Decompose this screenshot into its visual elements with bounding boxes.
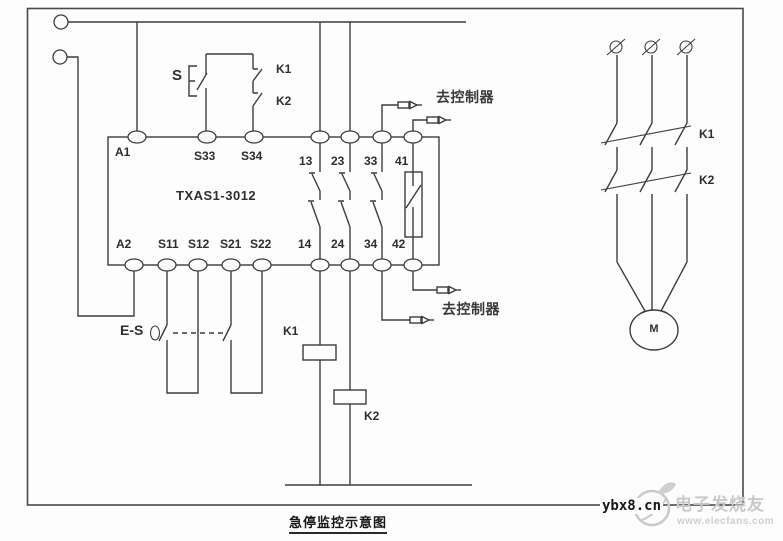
k2-contactor-label: K2 — [699, 173, 715, 187]
safety-contact-channels — [308, 143, 383, 259]
k2-contactor-poles — [600, 169, 692, 193]
terminal-label-34: 34 — [364, 237, 378, 251]
watermark-brand: 电子发烧友 — [675, 495, 765, 514]
power-circuit — [600, 38, 696, 351]
watermark-url: www.elecfans.com — [677, 516, 775, 527]
k1-contact-label: K1 — [276, 62, 292, 76]
terminal-label-42: 42 — [392, 237, 406, 251]
start-switch-label: S — [172, 67, 183, 84]
terminal-label-41: 41 — [395, 154, 409, 168]
k2-coil-label: K2 — [364, 409, 380, 423]
terminal-label-33: 33 — [364, 154, 378, 168]
semiconductor-output-41-42 — [404, 143, 423, 259]
watermark-site: ybx8.cn — [600, 498, 664, 514]
relay-module-box — [107, 130, 440, 272]
terminal-label-s12: S12 — [188, 237, 210, 251]
k2-coil-symbol — [333, 271, 367, 485]
k1-contactor-poles — [600, 122, 692, 146]
terminal-label-s21: S21 — [220, 237, 242, 251]
k1-coil-symbol — [302, 271, 337, 485]
k1-contactor-label: K1 — [699, 127, 715, 141]
module-model-label: TXAS1-3012 — [176, 188, 257, 203]
terminal-label-23: 23 — [331, 154, 345, 168]
terminal-label-a2: A2 — [116, 237, 132, 251]
to-controller-label-top: 去控制器 — [436, 89, 494, 105]
estop-switch — [149, 271, 263, 394]
diagram-caption: 急停监控示意图 — [289, 512, 388, 534]
terminal-label-14: 14 — [298, 237, 312, 251]
terminal-label-13: 13 — [299, 154, 313, 168]
terminal-label-a1: A1 — [115, 145, 131, 159]
to-controller-label-bottom: 去控制器 — [442, 301, 500, 317]
k1-coil-label: K1 — [283, 324, 299, 338]
start-switch-branch — [188, 53, 263, 131]
terminal-label-s34: S34 — [241, 149, 263, 163]
to-controller-connectors-bottom — [381, 271, 461, 325]
terminal-label-s22: S22 — [250, 237, 272, 251]
diagram-frame — [26, 7, 744, 506]
terminal-label-s11: S11 — [158, 237, 179, 251]
disconnect-symbols — [606, 38, 696, 56]
estop-label: E-S — [120, 322, 144, 338]
k2-contact-label: K2 — [276, 94, 292, 108]
to-controller-connectors-top — [381, 100, 451, 131]
terminal-label-24: 24 — [331, 237, 345, 251]
supply-terminals — [52, 14, 466, 317]
terminal-label-s33: S33 — [194, 149, 216, 163]
motor-symbol — [629, 309, 679, 351]
motor-label: M — [649, 323, 659, 335]
